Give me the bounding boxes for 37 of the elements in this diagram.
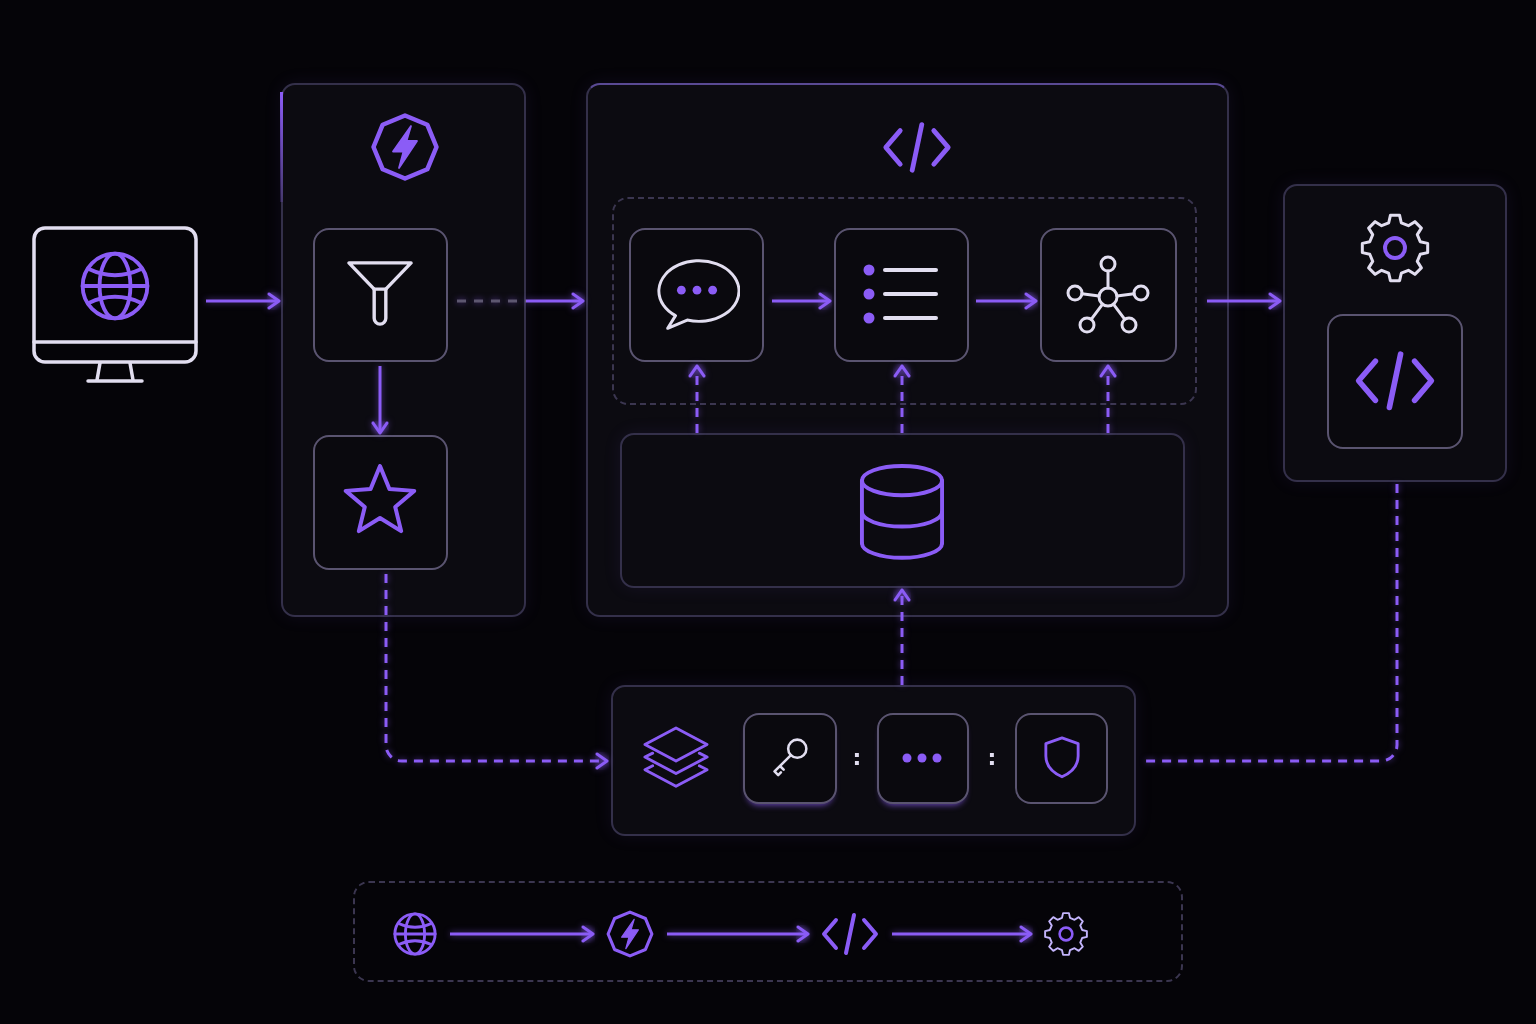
icon-tile — [877, 713, 969, 804]
dashed-arrow — [1099, 364, 1117, 433]
rounded-panel — [281, 83, 526, 617]
code-icon — [820, 912, 880, 956]
dashed-frame — [612, 197, 1197, 405]
separator-colon: : — [987, 747, 997, 769]
globe-icon — [392, 911, 438, 957]
lightning-octagon-icon — [605, 909, 655, 959]
icon-tile — [313, 228, 448, 362]
arrow — [772, 292, 832, 310]
dashed-arrow — [688, 364, 706, 433]
separator-colon: : — [852, 747, 862, 769]
dashed-arrow — [384, 574, 609, 770]
dashed-arrow — [893, 364, 911, 433]
dashed-frame — [353, 881, 1183, 982]
icon-tile — [1040, 228, 1177, 362]
icon-tile — [1327, 314, 1463, 449]
gear-icon — [1043, 911, 1089, 957]
icon-tile — [743, 713, 837, 804]
arrow — [667, 925, 810, 943]
arrow — [457, 292, 585, 310]
monitor-icon — [32, 226, 198, 384]
arrow — [450, 925, 595, 943]
rounded-panel — [1283, 184, 1507, 482]
arrow — [1207, 292, 1282, 310]
icon-tile — [834, 228, 969, 362]
rounded-panel — [586, 83, 1229, 617]
icon-tile — [313, 435, 448, 570]
icon-tile — [1015, 713, 1108, 804]
rounded-panel — [611, 685, 1136, 836]
dashed-arrow — [893, 588, 911, 685]
arrow — [371, 366, 389, 435]
icon-tile — [629, 228, 764, 362]
arrow — [892, 925, 1033, 943]
arrow — [206, 292, 281, 310]
arrow — [976, 292, 1038, 310]
rounded-panel — [620, 433, 1185, 588]
